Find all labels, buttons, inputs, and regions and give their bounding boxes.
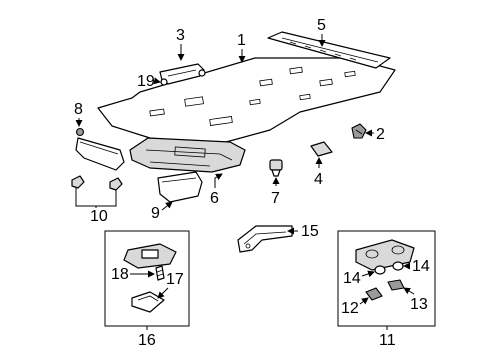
callout-17: 17	[157, 271, 184, 299]
cover-part	[310, 141, 333, 157]
svg-text:12: 12	[341, 300, 359, 317]
visor-clip-part	[71, 175, 123, 191]
svg-text:13: 13	[410, 296, 428, 313]
lamp-bulb-part	[374, 261, 404, 275]
callout-6: 6	[210, 173, 223, 207]
callout-18: 18	[111, 266, 155, 283]
callout-19: 19	[137, 73, 161, 90]
callout-7: 7	[271, 177, 280, 207]
svg-text:14: 14	[343, 270, 361, 287]
callout-2: 2	[365, 126, 385, 143]
svg-text:5: 5	[317, 17, 326, 34]
headliner-part	[97, 57, 396, 146]
svg-text:19: 19	[137, 73, 155, 90]
svg-text:9: 9	[151, 205, 160, 222]
svg-text:4: 4	[314, 171, 323, 188]
svg-text:1: 1	[237, 32, 246, 49]
callout-15: 15	[287, 223, 319, 240]
bracket-part	[237, 225, 293, 253]
svg-text:6: 6	[210, 190, 219, 207]
screw-part	[160, 69, 206, 86]
svg-text:7: 7	[271, 190, 280, 207]
svg-text:11: 11	[379, 332, 396, 349]
push-retainer-part	[351, 123, 367, 139]
svg-text:15: 15	[301, 223, 319, 240]
svg-text:10: 10	[90, 208, 108, 225]
retainer-part	[269, 159, 283, 177]
callout-9: 9	[151, 201, 173, 222]
svg-text:14: 14	[412, 258, 430, 275]
callout-12: 12	[341, 297, 369, 317]
callout-11: 11	[379, 326, 396, 349]
callout-8: 8	[74, 101, 83, 127]
bulb-part	[155, 265, 165, 281]
sun-visor-left-part	[75, 127, 125, 171]
overhead-console-part	[129, 137, 246, 173]
svg-text:18: 18	[111, 266, 129, 283]
lamp-lens-part	[365, 279, 405, 301]
svg-text:8: 8	[74, 101, 83, 118]
svg-text:17: 17	[166, 271, 184, 288]
callout-13: 13	[403, 287, 428, 313]
lamp-lens-part	[131, 291, 165, 313]
svg-text:3: 3	[176, 27, 185, 44]
callout-14-right: 14	[403, 258, 430, 275]
callout-1: 1	[237, 32, 246, 63]
sun-visor-right-part	[157, 171, 203, 203]
callout-16: 16	[138, 326, 156, 349]
svg-text:16: 16	[138, 332, 156, 349]
callout-4: 4	[314, 157, 323, 188]
callout-5: 5	[317, 17, 326, 47]
dome-lamp-part	[123, 243, 177, 269]
svg-text:2: 2	[376, 126, 385, 143]
callout-3: 3	[176, 27, 185, 61]
callout-14-left: 14	[343, 270, 375, 287]
callout-10: 10	[75, 188, 117, 225]
rear-trim-panel-part	[267, 31, 391, 69]
